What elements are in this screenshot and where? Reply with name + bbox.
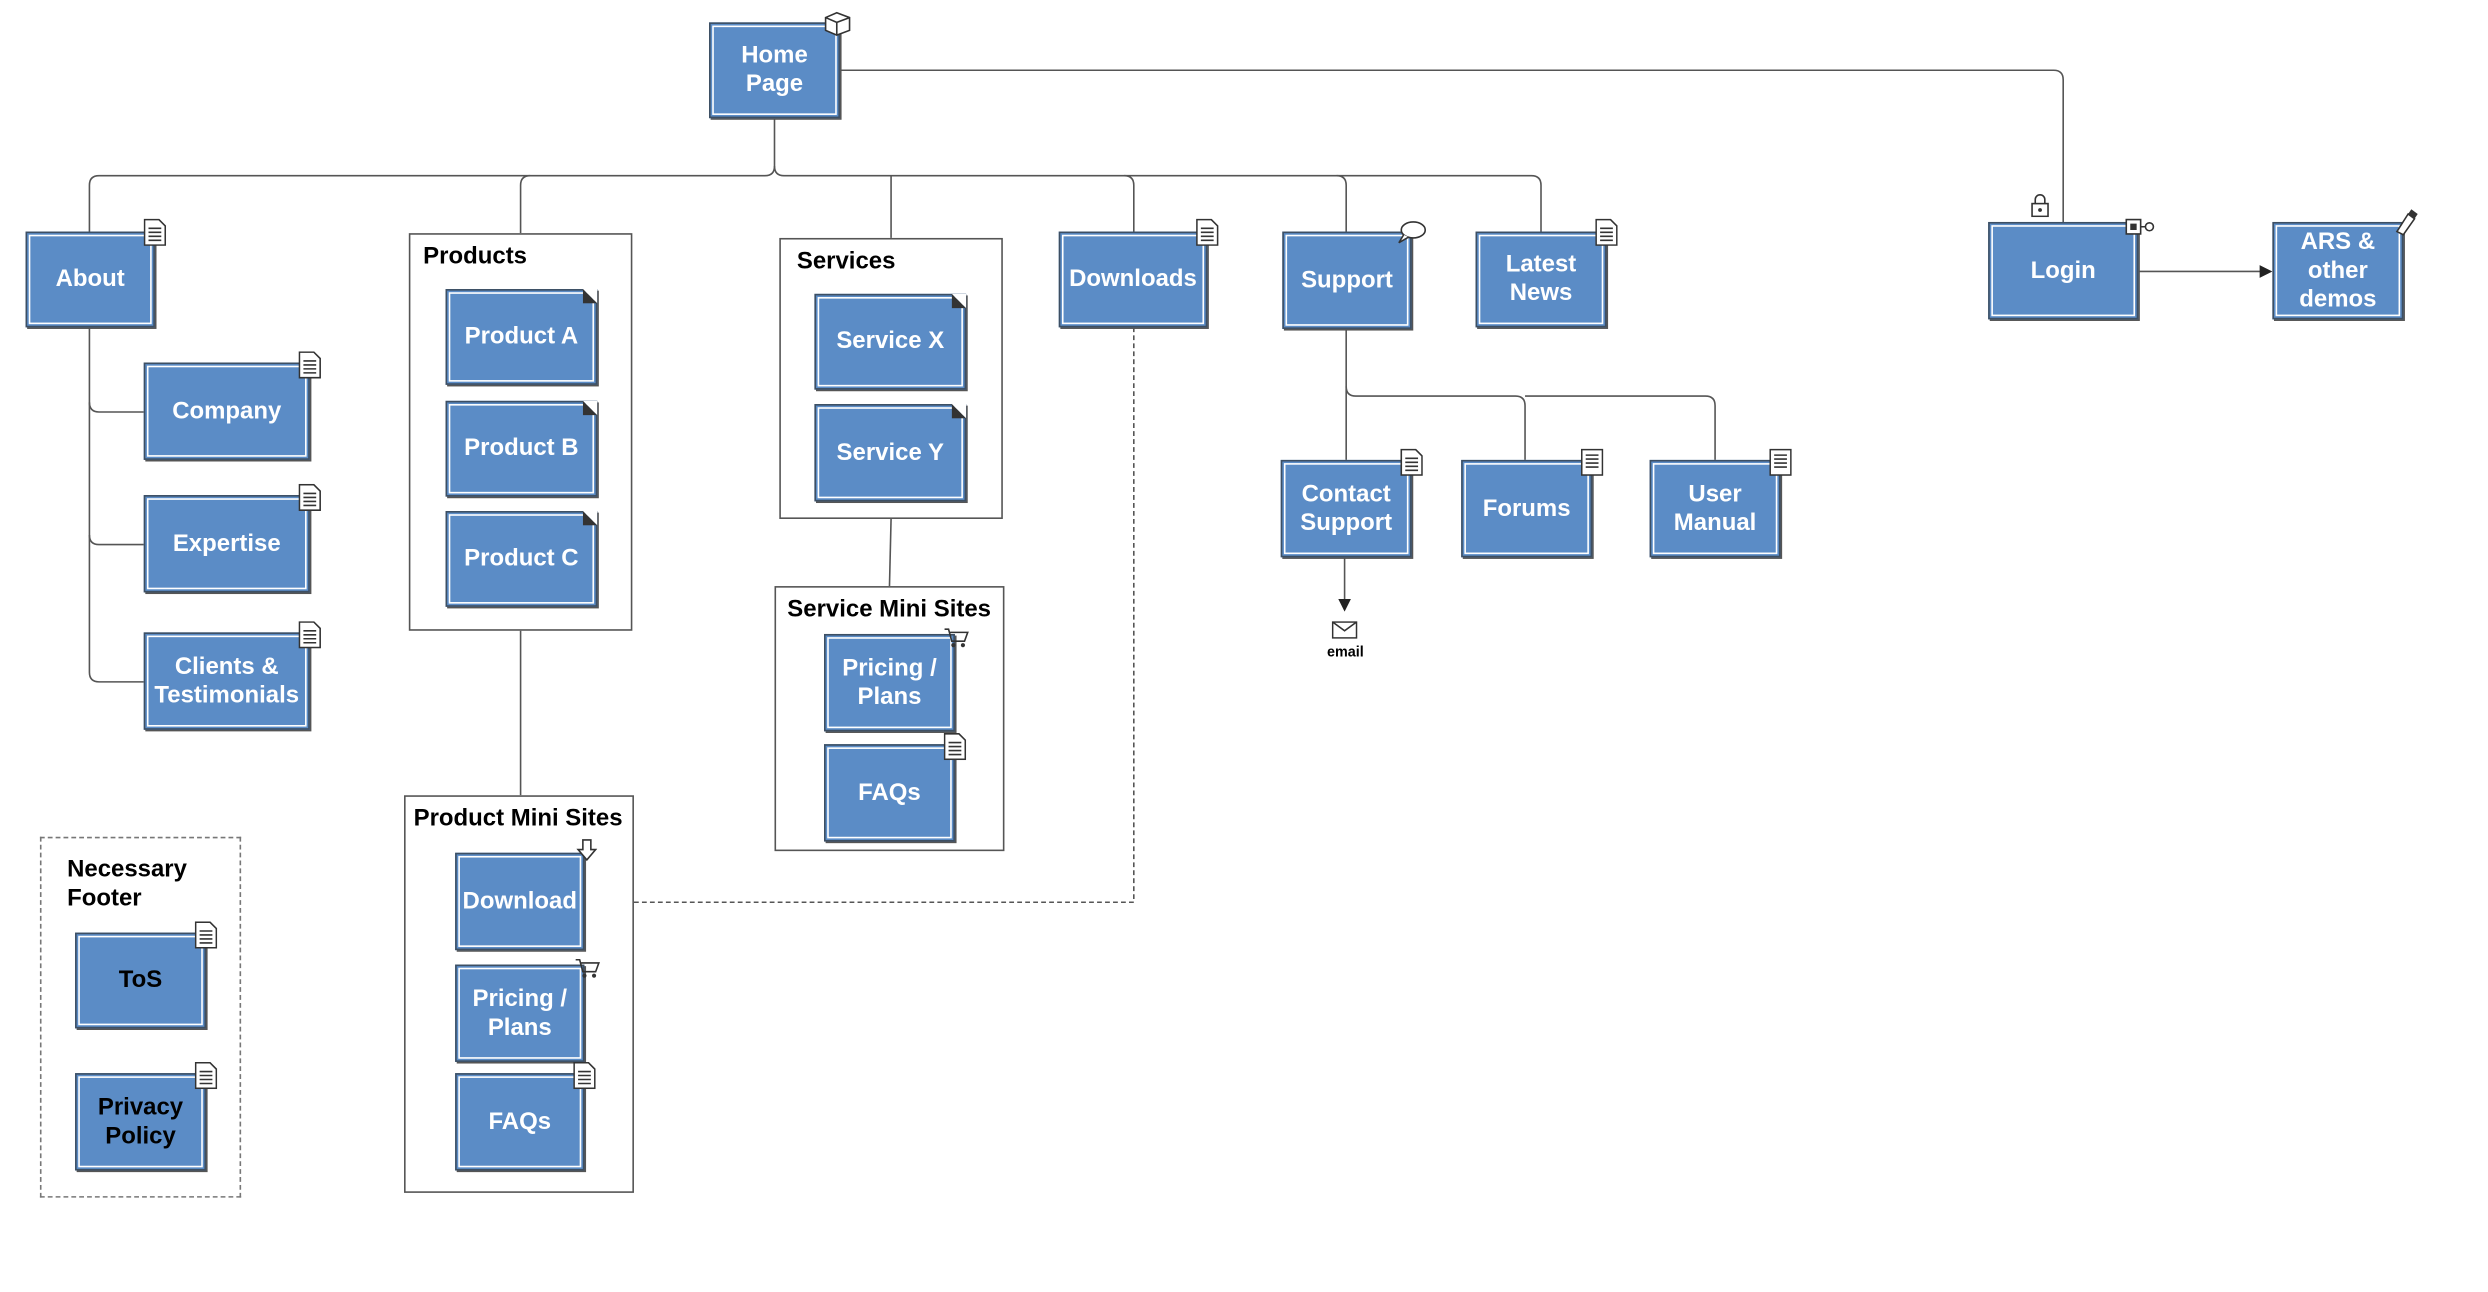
- products-group-title: Products: [423, 242, 528, 270]
- shopping-cart-icon: [575, 958, 600, 978]
- tos-node[interactable]: ToS: [75, 932, 207, 1029]
- sm-faqs-node[interactable]: FAQs: [824, 744, 955, 842]
- pencil-icon: [2395, 209, 2418, 236]
- sm-pricing-plans-label: Pricing / Plans: [842, 653, 937, 710]
- document-icon: [1400, 448, 1423, 476]
- document-icon: [1595, 218, 1618, 246]
- expertise-node[interactable]: Expertise: [143, 495, 310, 593]
- login-node[interactable]: Login: [1988, 221, 2139, 320]
- services-group-title: Services: [796, 247, 896, 275]
- product-b-label: Product B: [464, 434, 579, 462]
- document-icon: [143, 218, 167, 246]
- tos-label: ToS: [118, 966, 163, 994]
- pm-pricing-plans-label: Pricing / Plans: [472, 984, 568, 1041]
- service-mini-sites-title: Service Mini Sites: [787, 595, 991, 623]
- document-icon: [194, 1061, 218, 1090]
- document-icon: [1580, 448, 1604, 476]
- page-fold-icon: [582, 511, 598, 526]
- product-c-label: Product C: [464, 544, 579, 572]
- service-y-node[interactable]: Service Y: [814, 404, 967, 502]
- login-label: Login: [2030, 256, 2096, 284]
- lock-icon: [2031, 194, 2049, 218]
- privacy-policy-node[interactable]: Privacy Policy: [75, 1073, 207, 1171]
- product-c-node[interactable]: Product C: [445, 511, 598, 607]
- sm-faqs-label: FAQs: [858, 778, 921, 806]
- company-label: Company: [172, 396, 282, 424]
- ars-demos-node[interactable]: ARS & other demos: [2272, 221, 2404, 320]
- shopping-cart-icon: [944, 628, 969, 648]
- document-icon: [943, 732, 967, 761]
- document-icon: [298, 483, 321, 512]
- privacy-policy-label: Privacy Policy: [97, 1093, 184, 1149]
- product-b-node[interactable]: Product B: [445, 400, 598, 497]
- home-page-node[interactable]: Home Page: [709, 22, 840, 119]
- product-a-label: Product A: [464, 322, 579, 350]
- product-a-node[interactable]: Product A: [445, 289, 598, 385]
- service-y-label: Service Y: [836, 438, 944, 466]
- company-node[interactable]: Company: [143, 362, 310, 460]
- forums-node[interactable]: Forums: [1461, 459, 1593, 558]
- contact-support-label: Contact Support: [1300, 479, 1393, 536]
- support-label: Support: [1301, 265, 1393, 294]
- speech-bubble-icon: [1398, 221, 1427, 244]
- clients-testimonials-node[interactable]: Clients & Testimonials: [143, 632, 310, 730]
- latest-news-node[interactable]: Latest News: [1475, 231, 1607, 328]
- service-x-node[interactable]: Service X: [814, 293, 967, 390]
- contact-support-node[interactable]: Contact Support: [1280, 459, 1412, 558]
- downloads-label: Downloads: [1069, 265, 1197, 293]
- page-fold-icon: [951, 293, 967, 309]
- document-icon: [194, 921, 218, 949]
- page-fold-icon: [951, 404, 967, 419]
- download-arrow-icon: [576, 839, 598, 862]
- page-fold-icon: [582, 289, 598, 304]
- pm-pricing-plans-node[interactable]: Pricing / Plans: [455, 964, 585, 1062]
- home-page-label: Home Page: [741, 41, 808, 98]
- pm-faqs-label: FAQs: [488, 1107, 552, 1135]
- product-mini-sites-title: Product Mini Sites: [413, 804, 623, 832]
- ars-demos-label: ARS & other demos: [2299, 227, 2377, 313]
- about-node[interactable]: About: [25, 231, 155, 328]
- document-icon: [573, 1061, 596, 1090]
- about-label: About: [55, 265, 125, 293]
- document-icon: [1769, 448, 1792, 476]
- expertise-label: Expertise: [172, 529, 281, 557]
- latest-news-label: Latest News: [1505, 250, 1577, 307]
- forums-label: Forums: [1482, 494, 1571, 522]
- service-x-label: Service X: [836, 327, 945, 355]
- key-icon: [2125, 218, 2155, 235]
- user-manual-node[interactable]: User Manual: [1649, 459, 1781, 558]
- document-icon: [1196, 218, 1219, 246]
- necessary-footer-title: Necessary Footer: [67, 855, 187, 912]
- user-manual-label: User Manual: [1673, 479, 1757, 536]
- document-icon: [298, 351, 321, 379]
- support-node[interactable]: Support: [1282, 231, 1412, 329]
- pm-download-node[interactable]: Download: [455, 852, 585, 951]
- page-fold-icon: [582, 400, 598, 416]
- envelope-icon: [1331, 621, 1358, 639]
- box-icon: [824, 11, 851, 36]
- sm-pricing-plans-node[interactable]: Pricing / Plans: [824, 633, 955, 732]
- downloads-node[interactable]: Downloads: [1058, 231, 1208, 328]
- pm-faqs-node[interactable]: FAQs: [455, 1073, 585, 1171]
- document-icon: [298, 621, 321, 649]
- pm-download-label: Download: [462, 887, 578, 915]
- clients-testimonials-label: Clients & Testimonials: [154, 652, 300, 709]
- email-label: email: [1327, 643, 1364, 660]
